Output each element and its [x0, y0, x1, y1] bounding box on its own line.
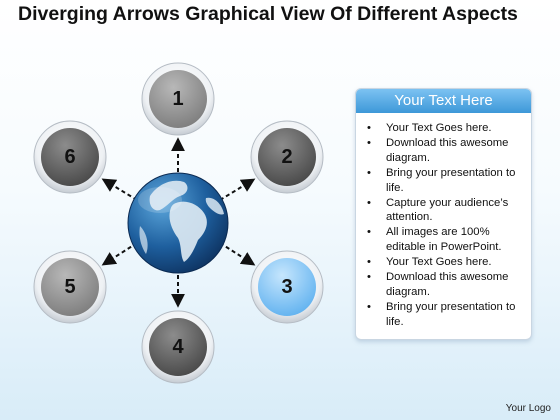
- node-2-label: 2: [281, 146, 292, 168]
- globe-icon: [127, 172, 229, 274]
- arrow-to-node-3: [219, 242, 256, 266]
- panel-header: Your Text Here: [356, 89, 531, 113]
- node-6-label: 6: [64, 146, 75, 168]
- panel-bullet: Capture your audience’s attention.: [367, 196, 525, 226]
- logo-text: Your Logo: [505, 403, 551, 414]
- node-3: 3: [250, 250, 324, 324]
- panel-bullet: Download this awesome diagram.: [367, 270, 525, 300]
- panel-bullet: Bring your presentation to life.: [367, 166, 525, 196]
- arrow-to-node-6: [101, 178, 138, 201]
- arrow-to-node-2: [219, 178, 256, 201]
- node-3-label: 3: [281, 276, 292, 298]
- arrows: [101, 137, 256, 308]
- node-1: 1: [141, 62, 215, 136]
- node-5: 5: [33, 250, 107, 324]
- page-title: Diverging Arrows Graphical View Of Diffe…: [18, 3, 518, 25]
- node-4-label: 4: [172, 336, 184, 358]
- text-panel: Your Text Here Your Text Goes here. Down…: [355, 88, 532, 340]
- panel-bullet: Download this awesome diagram.: [367, 136, 525, 166]
- panel-bullet: All images are 100% editable in PowerPoi…: [367, 225, 525, 255]
- panel-bullet-list: Your Text Goes here. Download this aweso…: [356, 121, 531, 330]
- node-5-label: 5: [64, 276, 75, 298]
- node-4: 4: [141, 310, 215, 384]
- panel-bullet: Your Text Goes here.: [367, 255, 525, 270]
- node-2: 2: [250, 120, 324, 194]
- arrow-to-node-5: [101, 242, 138, 266]
- panel-bullet: Your Text Goes here.: [367, 121, 525, 136]
- node-1-label: 1: [172, 88, 183, 110]
- panel-bullet: Bring your presentation to life.: [367, 300, 525, 330]
- node-6: 6: [33, 120, 107, 194]
